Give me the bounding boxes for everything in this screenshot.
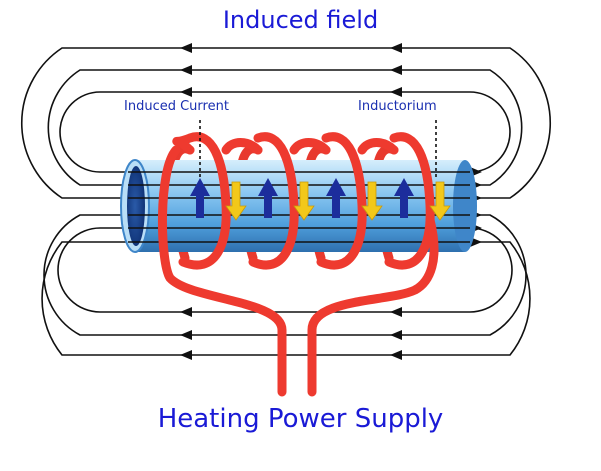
arrow-icon: [180, 350, 192, 360]
arrow-icon: [180, 330, 192, 340]
down-arrow-icon: [361, 181, 383, 221]
flow-arrows: [225, 181, 451, 221]
arrow-icon: [180, 43, 192, 53]
arrow-icon: [180, 307, 192, 317]
up-arrow-icon: [258, 178, 278, 218]
label-pointers: [199, 120, 437, 180]
down-arrow-icon: [225, 181, 247, 221]
arrow-icon: [390, 43, 402, 53]
up-arrow-icon: [326, 178, 346, 218]
field-line: [47, 69, 523, 186]
arrow-icon: [390, 307, 402, 317]
label-induced-current: Induced Current: [124, 99, 229, 114]
arrow-icon: [390, 350, 402, 360]
title-induced-field: Induced field: [222, 6, 379, 34]
arrow-icon: [390, 65, 402, 75]
internal-field-lines: [128, 171, 470, 243]
up-arrow-icon: [394, 178, 414, 218]
arrow-icon: [180, 87, 192, 97]
label-inductorium: Inductorium: [358, 99, 437, 114]
arrow-icon: [390, 87, 402, 97]
up-arrow-icon: [190, 178, 210, 218]
down-arrow-icon: [293, 181, 315, 221]
field-line: [21, 47, 551, 199]
current-arrows: [190, 178, 414, 218]
down-arrow-icon: [429, 181, 451, 221]
coil-front: [172, 132, 435, 270]
title-heating-power-supply: Heating Power Supply: [157, 404, 444, 434]
arrow-icon: [390, 330, 402, 340]
arrow-icon: [180, 65, 192, 75]
field-line: [59, 91, 511, 173]
coil-leads: [158, 145, 439, 397]
field-line: [57, 227, 513, 313]
